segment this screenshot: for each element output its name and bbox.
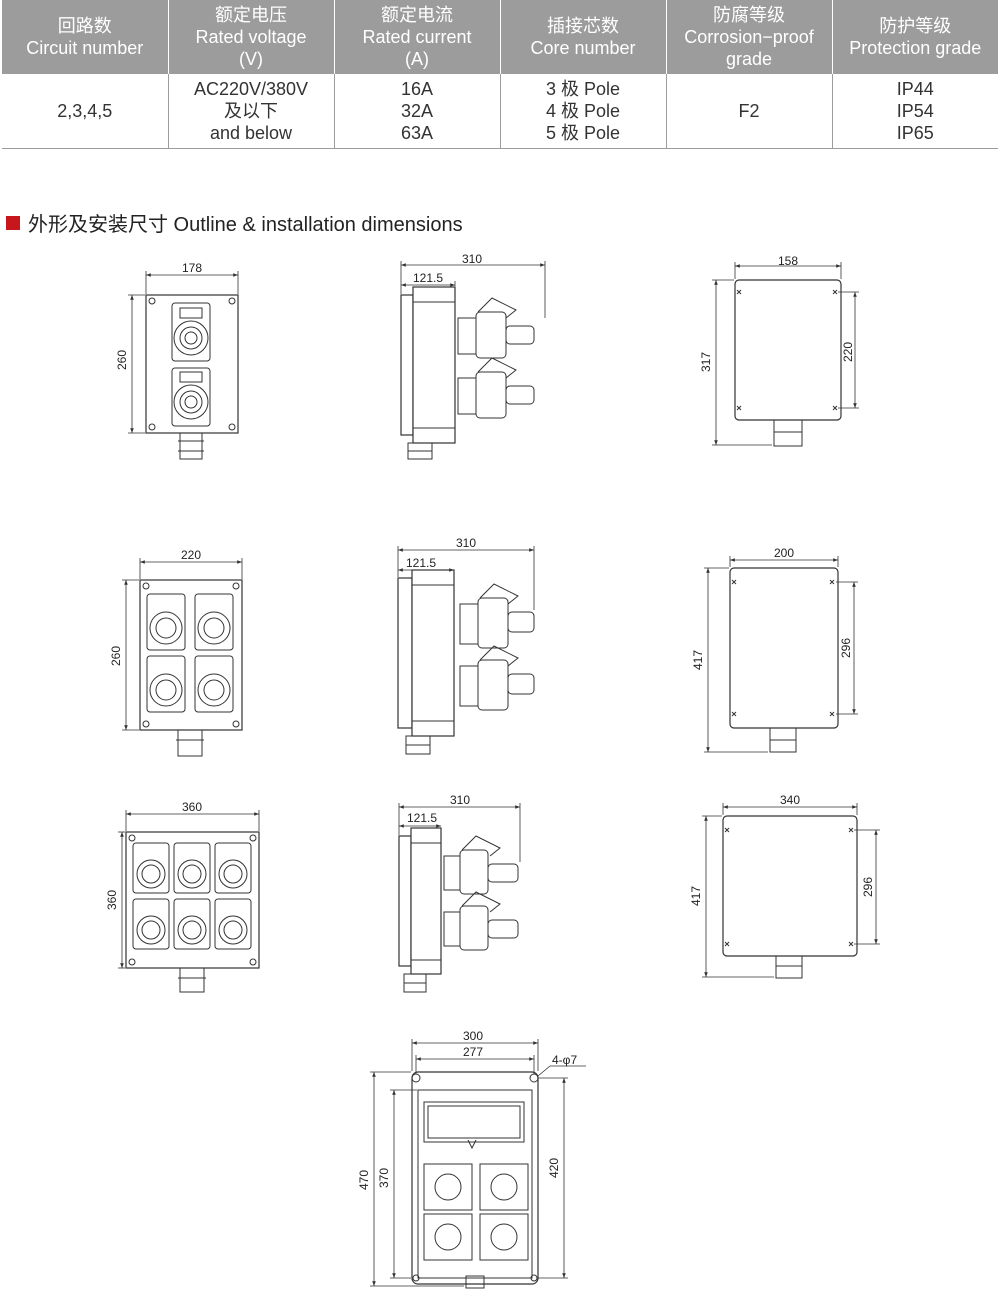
cell-protection: IP44 IP54 IP65: [831, 74, 998, 149]
header-circuit: 回路数 Circuit number: [2, 0, 168, 74]
header-current: 额定电流 Rated current (A): [333, 0, 500, 74]
dim-r1-back-height: 317: [699, 352, 713, 372]
back-view-2-socket: 158 317 220: [699, 254, 859, 447]
table-header-row: 回路数 Circuit number 额定电压 Rated voltage (V…: [2, 0, 998, 74]
section-marker-icon: [6, 215, 20, 230]
dim-r1-side-total: 310: [462, 252, 482, 266]
dim-r4-mount-height: 420: [547, 1158, 561, 1178]
section-title: 外形及安装尺寸 Outline & installation dimension…: [28, 214, 463, 236]
header-protection: 防护等级 Protection grade: [831, 0, 998, 74]
dim-r3-side-depth: 121.5: [407, 811, 437, 825]
section-heading: 外形及安装尺寸 Outline & installation dimension…: [6, 208, 463, 237]
dim-r3-back-height: 417: [689, 886, 703, 906]
dim-r2-front-width: 220: [181, 548, 201, 562]
header-voltage: 额定电压 Rated voltage (V): [167, 0, 334, 74]
cell-core: 3 极 Pole 4 极 Pole 5 极 Pole: [499, 74, 666, 149]
side-view-4-socket: 310 121.5: [397, 536, 535, 755]
back-view-4-socket: 200 417 296: [691, 546, 858, 753]
dim-r4-inner-height: 370: [377, 1168, 391, 1188]
dim-r3-front-height: 360: [105, 890, 119, 910]
cell-current: 16A 32A 63A: [333, 74, 500, 149]
side-view-6-socket: 310 121.5: [398, 793, 521, 993]
dim-r1-side-depth: 121.5: [413, 271, 443, 285]
dim-r3-front-width: 360: [182, 800, 202, 814]
dim-r3-back-mount: 296: [861, 877, 875, 897]
spec-table: 回路数 Circuit number 额定电压 Rated voltage (V…: [2, 0, 998, 149]
dim-r4-mounting-holes: 4-φ7: [552, 1053, 577, 1067]
dim-r4-height: 470: [357, 1170, 371, 1190]
dim-r3-side-total: 310: [450, 793, 470, 807]
dim-r1-back-width: 158: [778, 254, 798, 268]
cell-circuit: 2,3,4,5: [2, 74, 168, 149]
dim-r1-back-mount: 220: [841, 342, 855, 362]
dim-r2-back-width: 200: [774, 546, 794, 560]
cell-voltage: AC220V/380V 及以下 and below: [167, 74, 334, 149]
front-view-6-socket: 360 360: [105, 800, 260, 993]
header-core: 插接芯数 Core number: [499, 0, 666, 74]
back-view-6-socket: 340 417 296: [689, 793, 880, 979]
dim-r1-front-height: 260: [115, 350, 129, 370]
dim-r4-width: 300: [463, 1029, 483, 1043]
front-view-2-socket: 178 260: [115, 261, 239, 460]
dim-r2-side-total: 310: [456, 536, 476, 550]
table-row: 2,3,4,5 AC220V/380V 及以下 and below 16A 32…: [2, 74, 998, 149]
front-view-4-socket: 220 260: [109, 548, 243, 757]
header-corrosion: 防腐等级 Corrosion−proof grade: [665, 0, 832, 74]
dim-r4-mount-width: 277: [463, 1045, 483, 1059]
dim-r2-back-height: 417: [691, 650, 705, 670]
dim-r2-side-depth: 121.5: [406, 556, 436, 570]
cell-corrosion: F2: [665, 74, 832, 149]
dim-r2-back-mount: 296: [839, 638, 853, 658]
dim-r2-front-height: 260: [109, 646, 123, 666]
dim-r3-back-width: 340: [780, 793, 800, 807]
front-view-panel-box: 300 277 4-φ7 470 370 420: [357, 1029, 586, 1289]
side-view-2-socket: 310 121.5: [400, 252, 546, 460]
dim-r1-front-width: 178: [182, 261, 202, 275]
